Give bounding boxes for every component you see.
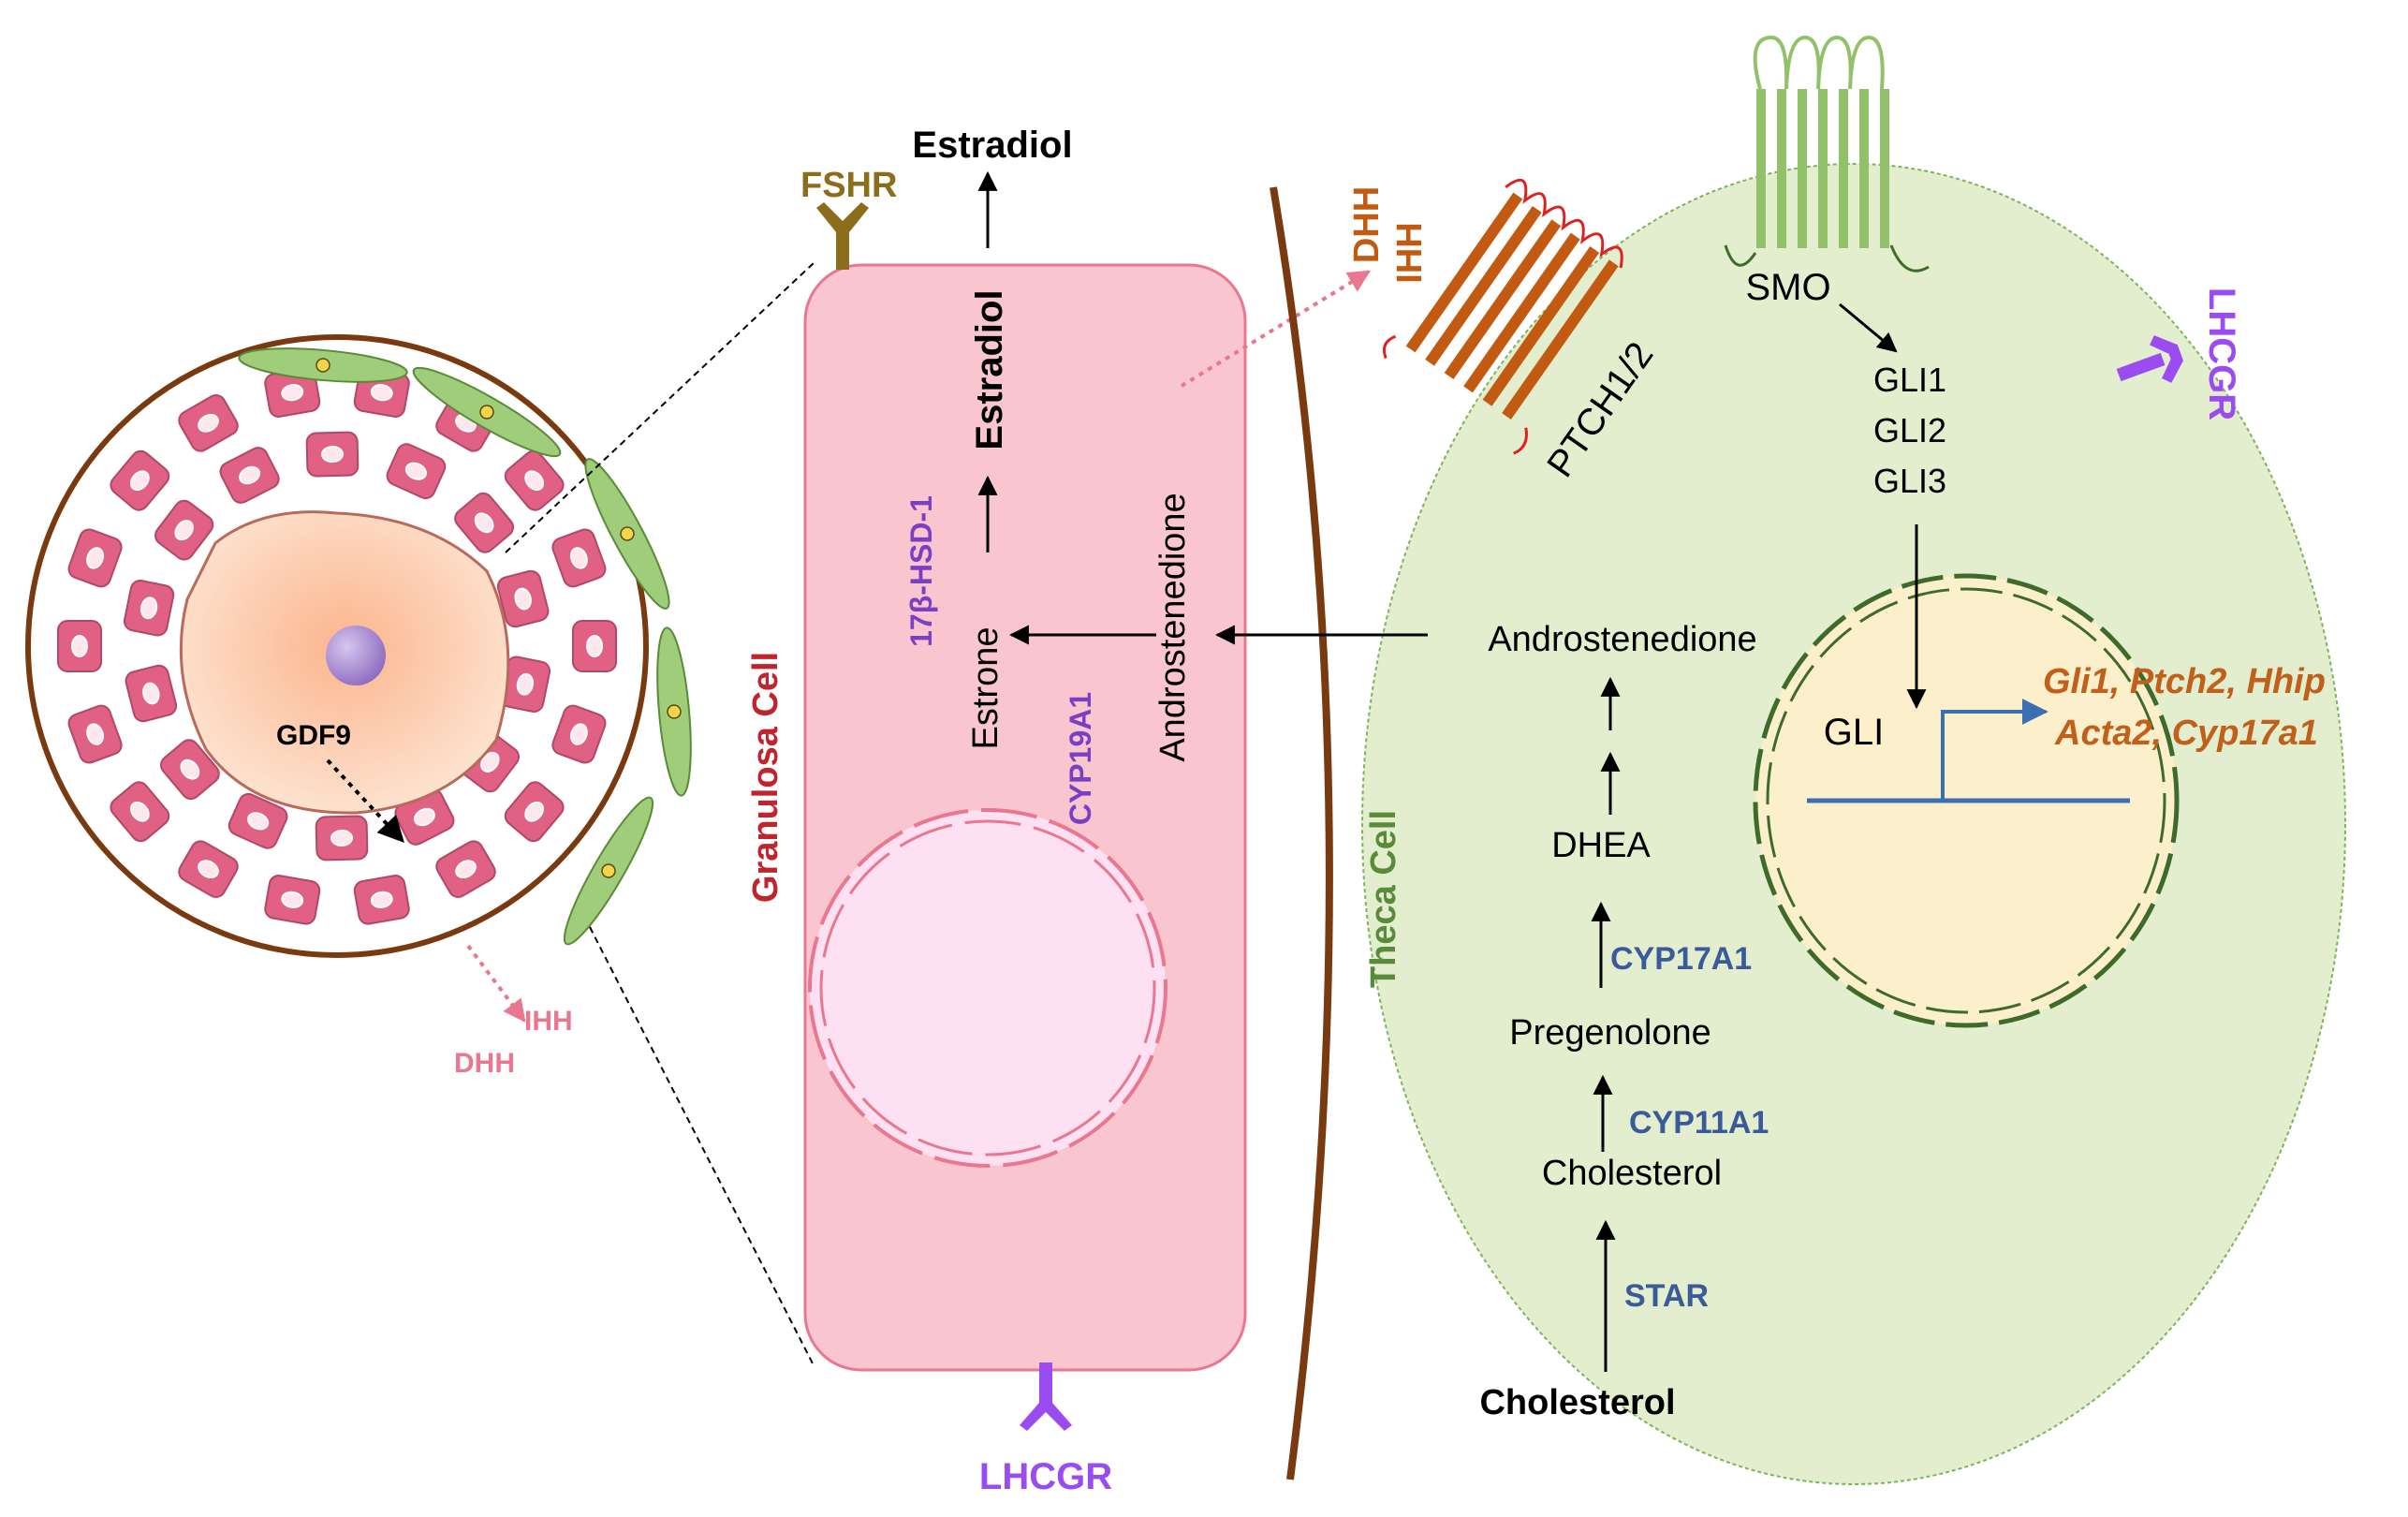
granulosa-cell-inner bbox=[386, 443, 447, 500]
theca-cell-spindle bbox=[412, 366, 562, 458]
ptch-receptor bbox=[1383, 178, 1623, 455]
granulosa-cell-outer bbox=[178, 840, 239, 898]
gli1-label: GLI1 bbox=[1873, 361, 1946, 399]
granulosa-cell: FSHR LHCGR Estradiol Estradiol 17β-HSD-1… bbox=[746, 125, 1430, 1497]
granulosa-cell-outer bbox=[353, 875, 410, 925]
oocyte-nucleus bbox=[326, 626, 386, 685]
granulosa-cell-inner bbox=[219, 447, 280, 504]
smo-receptor bbox=[1724, 35, 1930, 272]
estradiol-out-label: Estradiol bbox=[912, 125, 1072, 166]
target-genes-line1: Gli1, Ptch2, Hhip bbox=[2043, 662, 2326, 701]
target-genes-line2: Acta2, Cyp17a1 bbox=[2054, 714, 2318, 753]
granulosa-cell-outer bbox=[504, 449, 565, 511]
granulosa-cell-inner bbox=[454, 492, 514, 553]
enzyme-17b-hsd1-label: 17β-HSD-1 bbox=[904, 495, 938, 647]
enzyme-cyp17a1-label: CYP17A1 bbox=[1610, 941, 1752, 977]
smo-to-gli-arrow bbox=[1839, 302, 1898, 353]
gli3-label: GLI3 bbox=[1873, 462, 1946, 500]
follicle-ihh-label: IHH bbox=[524, 1006, 573, 1037]
fshr-receptor bbox=[816, 202, 869, 270]
granulosa-cell-inner bbox=[125, 664, 178, 723]
lhcgr-receptor-bottom bbox=[1020, 1362, 1072, 1431]
estradiol-in-label: Estradiol bbox=[969, 289, 1010, 449]
lhcgr-theca-label: LHCGR bbox=[2201, 287, 2242, 420]
cholesterol-out-label: Cholesterol bbox=[1479, 1383, 1675, 1422]
theca-cell-spindle bbox=[656, 626, 692, 797]
granulosa-cell-outer bbox=[178, 394, 239, 452]
granulosa-cell-label: Granulosa Cell bbox=[746, 652, 786, 903]
estrone-label: Estrone bbox=[966, 627, 1006, 750]
zoom-line-bottom bbox=[589, 926, 815, 1368]
granulosa-cell-inner bbox=[315, 815, 369, 862]
gdf9-arrow bbox=[326, 758, 404, 844]
lhcgr-bottom-label: LHCGR bbox=[979, 1456, 1112, 1497]
gdf9-label: GDF9 bbox=[276, 720, 351, 751]
theca-cell-spindle bbox=[584, 458, 670, 610]
granulosa-cell-inner bbox=[228, 792, 288, 849]
ihh-dhh-arrow bbox=[466, 944, 526, 1023]
granulosa-cell-inner bbox=[160, 739, 220, 801]
gli-nuclear-label: GLI bbox=[1824, 712, 1884, 753]
granulosa-nucleus-inner bbox=[819, 819, 1156, 1156]
granulosa-nucleus bbox=[808, 808, 1167, 1168]
theca-cell-spindle bbox=[238, 347, 408, 383]
ligand-dhh-label: DHH bbox=[1347, 186, 1387, 263]
granulosa-cell-outer bbox=[435, 840, 496, 898]
granulosa-androstenedione-label: Androstenedione bbox=[1153, 493, 1193, 761]
zoom-line-top bbox=[505, 261, 815, 553]
granulosa-cell-outer bbox=[551, 704, 607, 764]
granulosa-cell-outer bbox=[57, 620, 102, 672]
granulosa-cell-outer bbox=[551, 528, 607, 588]
granulosa-cell-outer bbox=[110, 449, 170, 511]
granulosa-cell-outer bbox=[67, 528, 123, 588]
promoter-arrow bbox=[1941, 699, 2048, 801]
smo-label: SMO bbox=[1745, 267, 1830, 308]
follicle: GDF9 IHH DHH bbox=[25, 334, 692, 1079]
theca-androstenedione-label: Androstenedione bbox=[1488, 620, 1756, 659]
follicle-dhh-label: DHH bbox=[454, 1048, 515, 1079]
granulosa-cell-outer bbox=[67, 704, 123, 764]
ligand-ihh-label: IHH bbox=[1390, 222, 1430, 283]
granulosa-cell-inner bbox=[154, 499, 214, 561]
lhcgr-receptor-theca bbox=[2116, 335, 2183, 383]
enzyme-cyp19a1-label: CYP19A1 bbox=[1064, 692, 1097, 825]
theca-cells-outer bbox=[238, 347, 692, 946]
fshr-label: FSHR bbox=[800, 166, 897, 205]
cholesterol-in-label: Cholesterol bbox=[1542, 1154, 1722, 1193]
granulosa-cell-outer bbox=[572, 620, 617, 672]
enzyme-cyp11a1-label: CYP11A1 bbox=[1629, 1105, 1769, 1141]
dhea-label: DHEA bbox=[1551, 826, 1651, 865]
theca-cell-spindle bbox=[563, 796, 654, 946]
granulosa-cell-inner bbox=[499, 655, 551, 713]
pregenolone-label: Pregenolone bbox=[1509, 1013, 1711, 1053]
granulosa-cell-inner bbox=[123, 580, 175, 637]
granulosa-cell-inner bbox=[496, 569, 550, 628]
granulosa-cell-outer bbox=[504, 781, 565, 843]
granulosa-cell-outer bbox=[264, 875, 321, 925]
basement-membrane bbox=[1270, 186, 1333, 1480]
granulosa-cell-outer bbox=[110, 781, 170, 843]
enzyme-star-label: STAR bbox=[1624, 1278, 1709, 1314]
granulosa-cell-inner bbox=[305, 431, 360, 478]
theca-nucleus-inner bbox=[1766, 587, 2166, 1014]
theca-cell: LHCGR PTCH1/2 SMO GLI1 GLI2 GLI3 GLI Gli… bbox=[1214, 35, 2346, 1485]
gli2-label: GLI2 bbox=[1873, 411, 1946, 449]
theca-cell-label: Theca Cell bbox=[1364, 810, 1403, 988]
